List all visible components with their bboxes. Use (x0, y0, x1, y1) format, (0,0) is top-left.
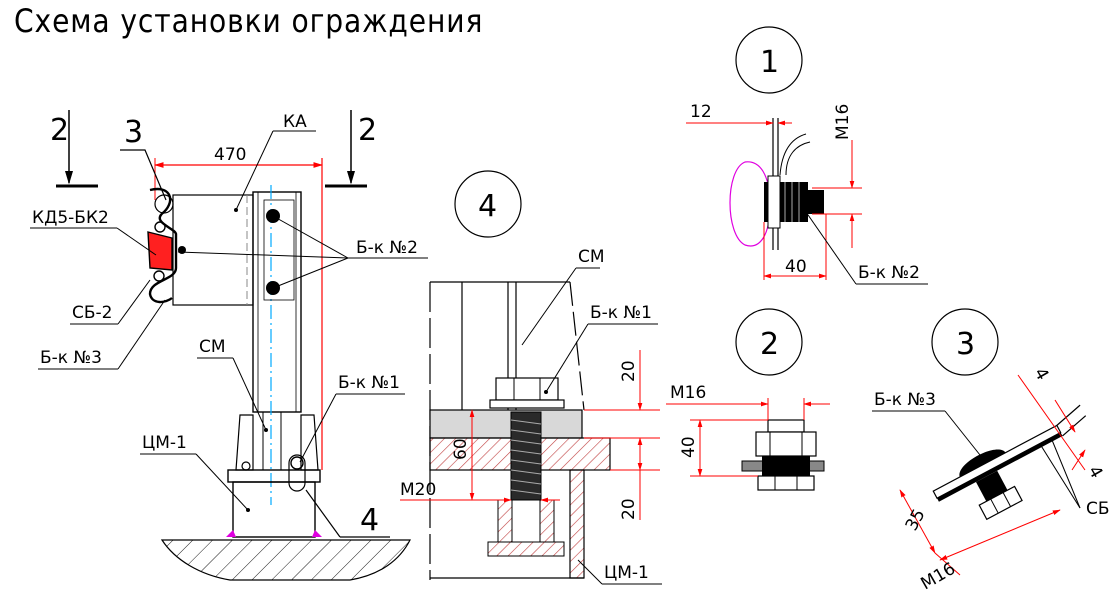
detail3-dim-m16: М16 (918, 559, 959, 591)
section-left-label: 2 (50, 113, 69, 148)
detail3-dim-35: 35 (902, 506, 930, 534)
drawing-title: Схема установки ограждения (14, 2, 484, 40)
kd5-callout: КД5-БК2 (30, 208, 157, 256)
bolt-detail4 (510, 411, 542, 501)
detail3-assembly (932, 404, 1087, 521)
detail1-dim-m16: М16 (833, 104, 853, 140)
detail2-dim-m16: М16 (670, 383, 706, 403)
detail-4: 4 (400, 170, 662, 585)
section-mark-left: 2 (50, 110, 98, 188)
detail3-sb-callout: СБ (1039, 439, 1110, 519)
detail-3-number: 3 (956, 327, 975, 362)
detail1-bk2-callout: Б-к №2 (805, 211, 928, 285)
detail-2-number: 2 (760, 327, 779, 362)
callout-3-label: 3 (124, 115, 143, 150)
foundation-cm1 (232, 481, 316, 538)
detail3-dim-4b: 4 (1084, 463, 1107, 482)
detail-2: 2 М16 40 (666, 308, 830, 491)
dim-470: 470 (214, 145, 246, 165)
section-mark-right: 2 (325, 110, 377, 188)
callout-3: 3 (120, 115, 174, 214)
bk1-callout-main: Б-к №1 (299, 373, 405, 463)
base-plate (429, 409, 583, 439)
ground (160, 539, 411, 581)
callout-4-label: 4 (360, 503, 379, 538)
detail1-bk2-label: Б-к №2 (858, 263, 920, 283)
detail-1-bubble (735, 26, 803, 94)
sb2-callout: СБ-2 (70, 279, 151, 325)
detail-4-number: 4 (478, 189, 497, 224)
detail4-cm-label: СМ (578, 247, 605, 267)
callout-4: 4 (305, 489, 390, 538)
cm-label: СМ (199, 337, 226, 357)
cm1-callout-main: ЦМ-1 (140, 433, 250, 512)
detail4-cm1-callout: ЦМ-1 (577, 559, 662, 585)
nut-detail4 (495, 377, 559, 401)
post-base (226, 412, 322, 538)
dim-m20: М20 (400, 480, 436, 500)
dimension-470: 470 (154, 145, 323, 470)
detail4-bk1-callout: Б-к №1 (544, 303, 658, 394)
sb2-label: СБ-2 (72, 303, 112, 323)
detail2-dim-40: 40 (679, 436, 699, 458)
ka-callout: КА (234, 112, 316, 212)
detail3-bk3-callout: Б-к №3 (872, 390, 981, 456)
section-right-label: 2 (358, 113, 377, 148)
cm-callout-main: СМ (197, 337, 268, 432)
detail4-cm1-label: ЦМ-1 (604, 563, 649, 583)
cm1-label: ЦМ-1 (142, 433, 187, 453)
bk2-label: Б-к №2 (356, 238, 418, 258)
detail4-bk1-label: Б-к №1 (590, 303, 652, 323)
kd5-label: КД5-БК2 (32, 208, 109, 228)
bk2-callout-main: Б-к №2 (177, 215, 428, 289)
detail3-dim-4a: 4 (1030, 365, 1053, 384)
detail1-dim-12: 12 (690, 102, 712, 122)
detail-1: 1 12 М16 40 Б-к №2 (686, 26, 928, 285)
bk1-label: Б-к №1 (338, 373, 400, 393)
detail3-bk3-label: Б-к №3 (874, 390, 936, 410)
detail4-cm-callout: СМ (521, 247, 605, 346)
bk3-label: Б-к №3 (40, 348, 102, 368)
dim-20-top: 20 (619, 360, 639, 382)
detail-2-bubble (735, 308, 803, 376)
dim-60: 60 (451, 438, 471, 460)
main-view: 2 2 470 3 КА (30, 110, 428, 581)
dim-20-bottom: 20 (619, 498, 639, 520)
detail3-sb-label: СБ (1086, 499, 1110, 519)
detail1-dim-40: 40 (785, 257, 807, 277)
detail-3: 3 4 4 35 М16 Б-к №3 (872, 308, 1110, 591)
detail-4-bubble (454, 170, 522, 238)
detail4-dimensions: 20 20 60 М20 (400, 350, 660, 520)
bk3-callout-main: Б-к №3 (38, 299, 166, 370)
detail-1-number: 1 (760, 45, 779, 80)
ka-label: КА (283, 112, 307, 132)
clamp-kd5 (147, 187, 186, 304)
detail-3-bubble (931, 308, 999, 376)
